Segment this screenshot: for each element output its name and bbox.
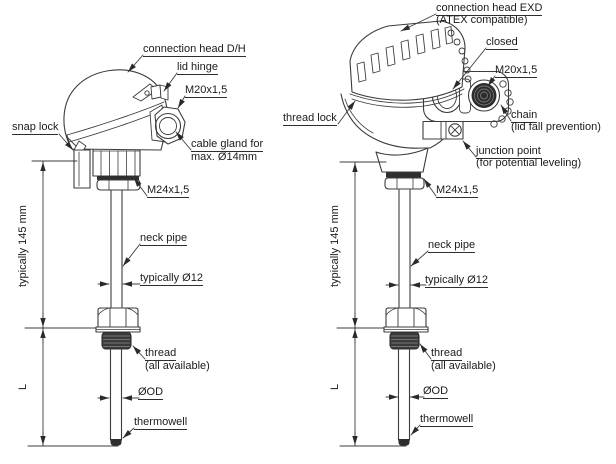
label-left-neck-pipe: neck pipe bbox=[140, 232, 188, 246]
left-connection-head bbox=[63, 69, 186, 191]
right-clamp-band bbox=[422, 120, 464, 140]
label-right-length-dimension: L bbox=[329, 383, 341, 390]
left-leader-lines bbox=[58, 54, 192, 439]
label-junction-point-line2: (for potential leveling) bbox=[476, 157, 582, 169]
label-snap-lock: snap lock bbox=[12, 121, 59, 135]
label-left-thread-line1: thread bbox=[145, 347, 177, 361]
right-cone bbox=[375, 147, 429, 173]
label-left-neck-diameter: typically Ø12 bbox=[140, 272, 203, 286]
label-right-od: ØOD bbox=[423, 385, 449, 399]
right-leader-lines bbox=[337, 13, 512, 436]
label-left-m24: M24x1,5 bbox=[147, 184, 190, 198]
right-connection-head bbox=[340, 20, 514, 190]
label-left-thread-line2: (all available) bbox=[145, 360, 210, 372]
left-m24-nut bbox=[96, 179, 141, 191]
label-left-height-dimension: typically 145 mm bbox=[17, 205, 29, 287]
label-cable-gland-line1: cable gland for bbox=[191, 138, 264, 152]
label-right-thread-line2: (all available) bbox=[431, 360, 496, 372]
chain-dots bbox=[447, 29, 514, 128]
neck-pipe bbox=[110, 189, 123, 309]
label-right-m24: M24x1,5 bbox=[436, 184, 479, 198]
label-left-thermowell: thermowell bbox=[134, 416, 188, 430]
right-port-plate bbox=[422, 70, 510, 123]
left-head-body bbox=[92, 147, 141, 177]
left-snap-lock bbox=[67, 137, 91, 189]
label-cable-gland-line2: max. Ø14mm bbox=[191, 151, 258, 163]
label-left-length-dimension: L bbox=[17, 383, 29, 390]
right-lower-assembly bbox=[383, 189, 429, 447]
label-right-m20: M20x1,5 bbox=[495, 64, 538, 78]
label-thread-lock: thread lock bbox=[283, 112, 337, 126]
label-right-height-dimension: typically 145 mm bbox=[329, 205, 341, 287]
right-lid bbox=[349, 20, 466, 108]
hex-nut bbox=[97, 307, 139, 328]
right-m24-nut bbox=[384, 177, 425, 190]
left-lid-seam bbox=[66, 101, 165, 136]
label-left-od: ØOD bbox=[138, 386, 164, 400]
label-junction-point-line1: junction point bbox=[476, 145, 541, 159]
label-right-thread-line1: thread bbox=[431, 347, 463, 361]
label-connection-head-dh: connection head D/H bbox=[143, 43, 246, 57]
label-connection-head-exd-line2: (ATEX compatible) bbox=[436, 14, 528, 26]
label-right-neck-diameter: typically Ø12 bbox=[425, 274, 488, 288]
label-connection-head-exd-line1: connection head EXD bbox=[436, 2, 543, 16]
right-washer bbox=[386, 172, 421, 178]
right-dimension-lines bbox=[336, 161, 427, 447]
thermowell-tube bbox=[109, 348, 123, 441]
label-right-thermowell: thermowell bbox=[420, 413, 474, 427]
left-cable-gland bbox=[149, 104, 186, 145]
label-closed: closed bbox=[486, 36, 518, 50]
left-lower-assembly bbox=[95, 189, 141, 446]
thermowell-tip bbox=[110, 439, 122, 446]
left-washer bbox=[97, 176, 139, 180]
label-chain-line2: (lid fall prevention) bbox=[511, 121, 601, 133]
label-right-neck-pipe: neck pipe bbox=[428, 239, 476, 253]
left-dimension-lines bbox=[24, 160, 141, 447]
label-lid-hinge: lid hinge bbox=[177, 61, 218, 75]
label-left-m20: M20x1,5 bbox=[185, 84, 228, 98]
label-chain-line1: chain bbox=[511, 109, 538, 123]
lid-ribs bbox=[356, 26, 453, 83]
